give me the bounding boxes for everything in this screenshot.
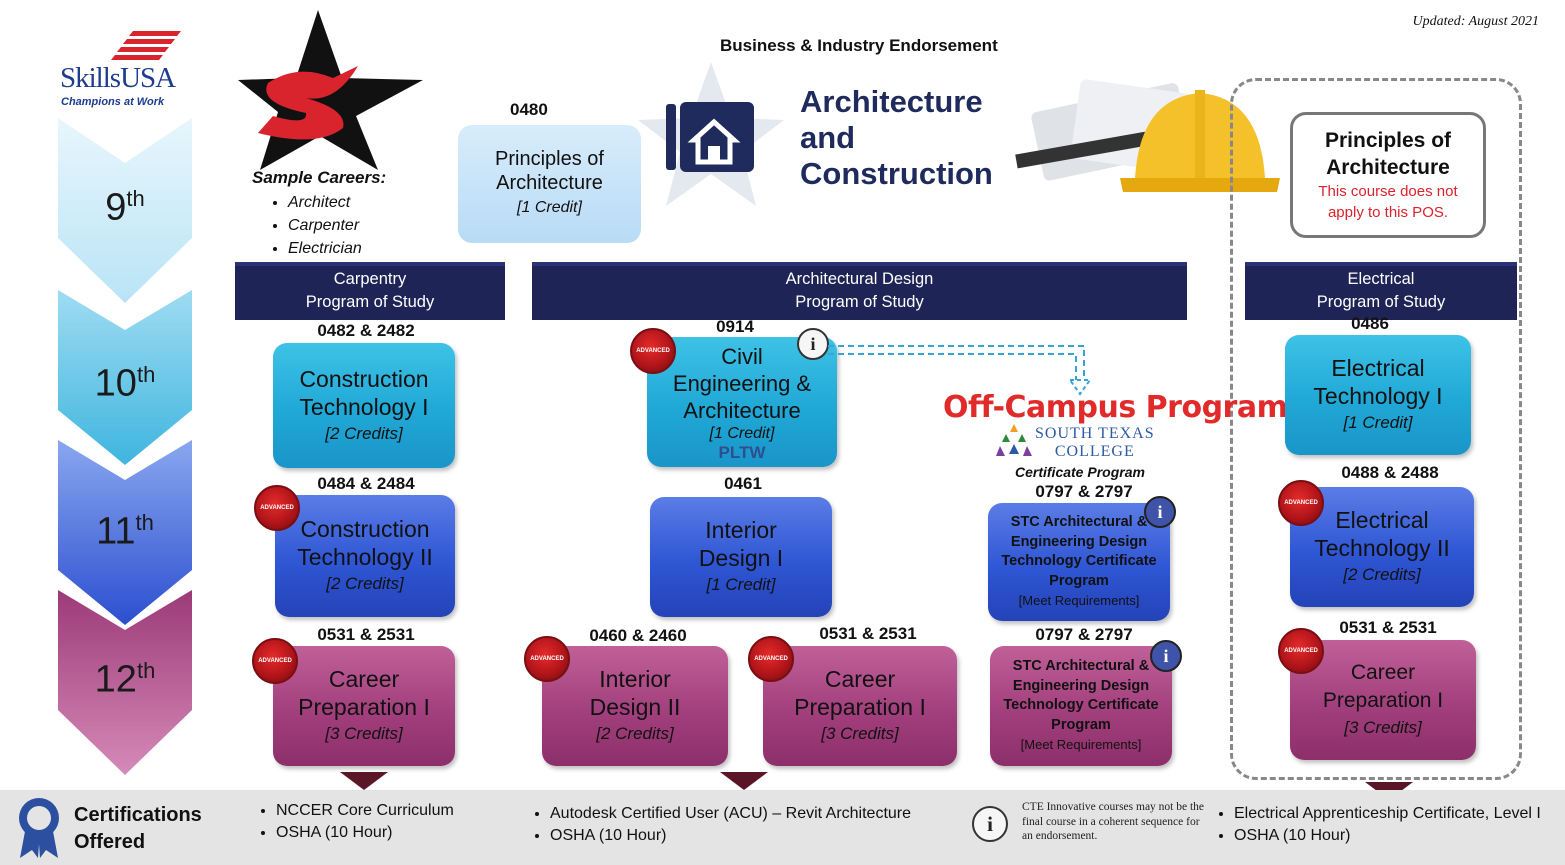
careers-heading: Sample Careers:	[252, 168, 387, 187]
dashed-connector	[828, 345, 1092, 396]
grade-11-label: 11th	[96, 510, 154, 553]
course-code: 0531 & 2531	[1339, 618, 1437, 637]
advanced-badge: ADVANCED	[630, 328, 676, 374]
course-principles-architecture[interactable]: Principles of Architecture [1 Credit]	[458, 125, 641, 243]
course-code: 0484 & 2484	[317, 474, 415, 493]
course-name: Architecture	[496, 172, 603, 194]
course-stc-certificate-11[interactable]: STC Architectural &Engineering Design Te…	[988, 503, 1170, 621]
certifications-bar	[0, 790, 1565, 865]
grade-9-label: 9th	[105, 186, 145, 229]
certifications-architectural: Autodesk Certified User (ACU) – Revit Ar…	[532, 803, 911, 847]
course-code: 0488 & 2488	[1341, 463, 1439, 482]
course-name: Principles of	[495, 148, 604, 170]
certificate-program-label: Certificate Program	[1015, 464, 1145, 480]
course-code: 0531 & 2531	[317, 625, 415, 644]
endorsement-title: Business & Industry Endorsement	[720, 36, 998, 55]
grade-10-arrow: 10th	[58, 290, 192, 470]
grade-10-label: 10th	[94, 362, 156, 405]
career-item: Electrician	[288, 237, 386, 260]
sample-careers: Sample Careers: Architect Carpenter Elec…	[252, 168, 386, 260]
course-code: 0531 & 2531	[819, 624, 917, 643]
course-code: 0486	[1351, 314, 1389, 333]
info-icon: i	[797, 328, 829, 360]
grade-9-arrow: 9th	[58, 118, 192, 308]
skillsusa-logo: SkillsUSA Champions at Work	[55, 28, 195, 118]
grade-11-arrow: 11th	[58, 440, 192, 630]
course-code: 0461	[724, 474, 762, 493]
grade-12-arrow: 12th	[58, 590, 192, 780]
info-icon: i	[1144, 496, 1176, 528]
logo-subtitle: Champions at Work	[61, 96, 165, 108]
not-applicable-note: Principles of Architecture This course d…	[1290, 112, 1486, 238]
cte-innovative-note: CTE Innovative courses may not be the fi…	[1022, 801, 1205, 842]
info-icon: i	[1150, 640, 1182, 672]
course-credit: [1 Credit]	[517, 199, 582, 216]
star-logo-icon	[238, 10, 423, 170]
advanced-badge: ADVANCED	[1278, 628, 1324, 674]
course-code: 0480	[510, 100, 548, 119]
cluster-title: Architecture and Construction	[800, 84, 993, 191]
advanced-badge: ADVANCED	[254, 485, 300, 531]
advanced-badge: ADVANCED	[748, 636, 794, 682]
hard-hat-icon	[1015, 79, 1280, 192]
career-item: Architect	[288, 191, 386, 214]
updated-date: Updated: August 2021	[1412, 14, 1539, 29]
house-blueprint-icon	[666, 102, 754, 172]
certifications-carpentry: NCCER Core CurriculumOSHA (10 Hour)	[258, 800, 454, 844]
advanced-badge: ADVANCED	[524, 636, 570, 682]
logo-title: SkillsUSA	[60, 62, 176, 94]
course-code: 0460 & 2460	[589, 626, 687, 645]
course-code: 0797 & 2797	[1035, 625, 1133, 644]
down-arrow-icon	[340, 772, 388, 790]
certifications-electrical: Electrical Apprenticeship Certificate, L…	[1216, 803, 1541, 847]
info-icon: i	[972, 806, 1008, 842]
grade-12-label: 12th	[94, 658, 156, 701]
off-campus-title: Off-Campus Program	[943, 390, 1288, 425]
advanced-badge: ADVANCED	[252, 638, 298, 684]
stc-logo-icon	[996, 424, 1032, 456]
flag-icon	[111, 31, 181, 60]
advanced-badge: ADVANCED	[1278, 480, 1324, 526]
course-code: 0914	[716, 317, 754, 336]
down-arrow-icon	[720, 772, 768, 790]
course-code: 0797 & 2797	[1035, 482, 1133, 501]
course-code: 0482 & 2482	[317, 321, 415, 340]
career-item: Carpenter	[288, 214, 386, 237]
pltw-logo: PLTW	[718, 442, 766, 462]
course-civil-engineering-architecture[interactable]: Civil Engineering & Architecture [1 Cred…	[647, 337, 837, 467]
electrical-dashed-border	[1230, 78, 1522, 780]
course-stc-certificate-12[interactable]: STC Architectural &Engineering Design Te…	[990, 646, 1172, 766]
award-ribbon-icon	[19, 798, 59, 858]
